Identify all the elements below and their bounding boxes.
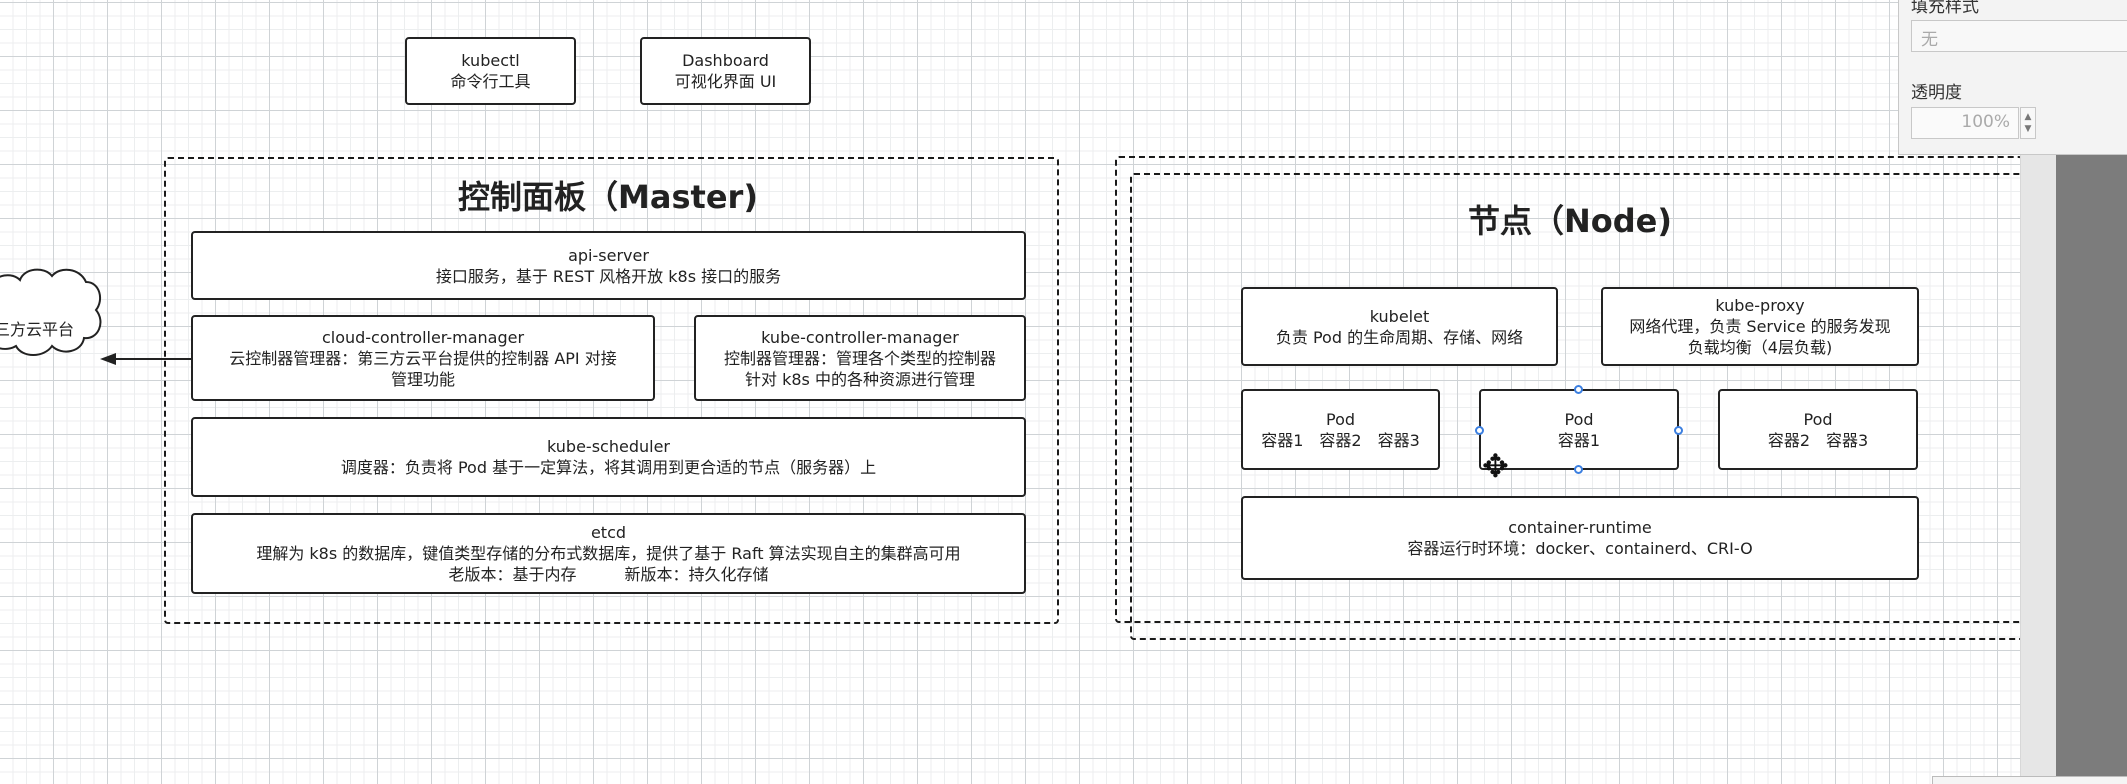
kubectl-desc: 命令行工具 [450, 72, 531, 91]
fill-style-label: 填充样式 [1911, 0, 1979, 17]
kcm-title: kube-controller-manager [761, 327, 959, 347]
resize-handle-top[interactable] [1574, 385, 1583, 394]
ccm-line2: 管理功能 [390, 369, 455, 389]
master-title: 控制面板（Master) [458, 178, 758, 216]
kube-proxy-line1: 网络代理，负责 Service 的服务发现 [1629, 317, 1891, 336]
pod-1-title: Pod [1325, 409, 1356, 429]
pod-box-3[interactable]: Pod 容器2 容器3 [1718, 389, 1918, 470]
kcm-line1: 控制器管理器：管理各个类型的控制器 [723, 348, 996, 368]
container-runtime-box[interactable]: container-runtime 容器运行时环境：docker、contain… [1241, 496, 1919, 580]
etcd-title: etcd [590, 523, 627, 542]
cloud-label: 三方云平台 [0, 320, 75, 339]
kube-proxy-line2: 负载均衡（4层负载) [1687, 338, 1833, 357]
runtime-desc: 容器运行时环境：docker、containerd、CRI-O [1407, 539, 1753, 558]
kube-controller-manager-box[interactable]: kube-controller-manager 控制器管理器：管理各个类型的控制… [694, 315, 1026, 401]
pod-3-containers: 容器2 容器3 [1767, 430, 1869, 450]
minimap-corner [1932, 776, 2127, 784]
kubelet-title: kubelet [1369, 306, 1430, 326]
etcd-box[interactable]: etcd 理解为 k8s 的数据库，键值类型存储的分布式数据库，提供了基于 Ra… [191, 513, 1026, 594]
cloud-shape[interactable] [0, 268, 102, 356]
kube-proxy-box[interactable]: kube-proxy 网络代理，负责 Service 的服务发现 负载均衡（4层… [1601, 287, 1919, 366]
runtime-title: container-runtime [1508, 518, 1652, 537]
arrow-head-icon [100, 353, 116, 365]
api-server-title: api-server [568, 245, 649, 265]
pod-2-title: Pod [1564, 409, 1594, 429]
ccm-title: cloud-controller-manager [321, 327, 525, 347]
pod-3-title: Pod [1803, 409, 1833, 429]
move-cursor-icon: ✥ [1482, 447, 1509, 485]
pod-1-containers: 容器1 容器2 容器3 [1261, 430, 1420, 450]
node-title: 节点（Node) [1467, 202, 1673, 240]
kube-scheduler-box[interactable]: kube-scheduler 调度器：负责将 Pod 基于一定算法，将其调用到更… [191, 417, 1026, 497]
format-panel: 填充样式 无 透明度 100% ▲ ▼ [1898, 0, 2127, 155]
api-server-box[interactable]: api-server 接口服务，基于 REST 风格开放 k8s 接口的服务 [191, 231, 1026, 300]
api-server-desc: 接口服务，基于 REST 风格开放 k8s 接口的服务 [435, 266, 782, 286]
pod-box-1[interactable]: Pod 容器1 容器2 容器3 [1241, 389, 1440, 470]
kubectl-title: kubectl [461, 51, 520, 70]
dashboard-title: Dashboard [682, 51, 769, 70]
dashboard-box[interactable]: Dashboard 可视化界面 UI [640, 37, 811, 105]
dashboard-desc: 可视化界面 UI [674, 72, 777, 91]
kcm-line2: 针对 k8s 中的各种资源进行管理 [745, 369, 975, 389]
kubectl-box[interactable]: kubectl 命令行工具 [405, 37, 576, 105]
stepper-down-icon[interactable]: ▼ [2024, 124, 2032, 134]
stepper-up-icon[interactable]: ▲ [2024, 112, 2032, 122]
pod-2-containers: 容器1 [1557, 430, 1601, 450]
side-panel-edge [2056, 154, 2127, 784]
cloud-controller-manager-box[interactable]: cloud-controller-manager 云控制器管理器：第三方云平台提… [191, 315, 655, 401]
etcd-line2: 老版本：基于内存 新版本：持久化存储 [448, 565, 769, 584]
kubelet-desc: 负责 Pod 的生命周期、存储、网络 [1275, 327, 1524, 347]
scheduler-desc: 调度器：负责将 Pod 基于一定算法，将其调用到更合适的节点（服务器）上 [340, 458, 877, 477]
fill-style-select[interactable]: 无 [1911, 20, 2127, 52]
resize-handle-left[interactable] [1475, 426, 1484, 435]
opacity-label: 透明度 [1911, 83, 1962, 103]
etcd-line1: 理解为 k8s 的数据库，键值类型存储的分布式数据库，提供了基于 Raft 算法… [256, 544, 961, 563]
pod-box-2[interactable]: Pod 容器1 [1479, 389, 1679, 470]
resize-handle-right[interactable] [1674, 426, 1683, 435]
master-panel[interactable] [164, 157, 1059, 624]
opacity-input[interactable]: 100% [1911, 107, 2019, 139]
ccm-line1: 云控制器管理器：第三方云平台提供的控制器 API 对接 [229, 348, 617, 368]
kube-proxy-title: kube-proxy [1715, 296, 1805, 315]
kubelet-box[interactable]: kubelet 负责 Pod 的生命周期、存储、网络 [1241, 287, 1558, 366]
resize-handle-bottom[interactable] [1574, 465, 1583, 474]
opacity-stepper[interactable]: ▲ ▼ [2020, 107, 2036, 139]
scheduler-title: kube-scheduler [547, 437, 670, 456]
